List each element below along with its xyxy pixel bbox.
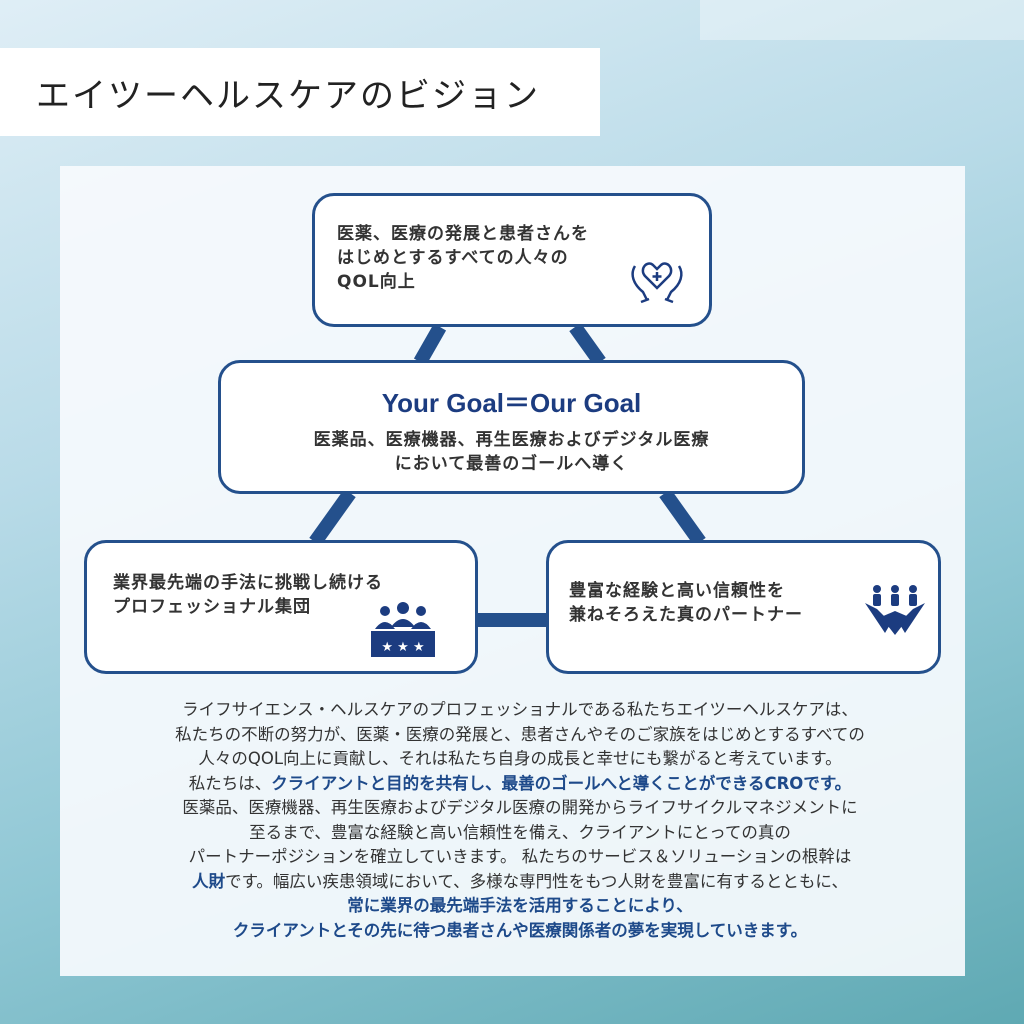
team-stars-icon: ★ ★ ★ <box>371 602 435 657</box>
page-title: エイツーヘルスケアのビジョン <box>36 75 540 116</box>
body-highlight-line: クライアントとその先に待つ患者さんや医療関係者の夢を実現していきます。 <box>232 920 808 940</box>
body-line: ライフサイエンス・ヘルスケアのプロフェッショナルである私たちエイツーヘルスケアは… <box>182 700 858 719</box>
heart-hands-icon <box>631 262 683 304</box>
body-text: です。幅広い疾患領域において、多様な専門性をもつ人財を豊富に有するとともに、 <box>225 871 848 891</box>
vision-description: ライフサイエンス・ヘルスケアのプロフェッショナルである私たちエイツーヘルスケアは… <box>90 698 950 943</box>
connector-line <box>309 488 356 547</box>
center-box: Your Goal＝Our Goal 医薬品、医療機器、再生医療およびデジタル医… <box>218 360 805 494</box>
top-box-line: はじめとするすべての人々の <box>337 248 569 268</box>
body-line: 私たちは、クライアントと目的を共有し、最善のゴールへと導くことができるCROです… <box>90 772 950 797</box>
top-box-line: QOL向上 <box>337 272 416 292</box>
connector-line <box>659 488 706 547</box>
center-box-line: 医薬品、医療機器、再生医療およびデジタル医療 <box>313 430 710 450</box>
title-banner: エイツーヘルスケアのビジョン <box>0 48 600 136</box>
top-box: 医薬、医療の発展と患者さんを はじめとするすべての人々の QOL向上 <box>312 193 712 327</box>
body-line: 医薬品、医療機器、再生医療およびデジタル医療の開発からライフサイクルマネジメント… <box>182 798 858 817</box>
left-box-line: プロフェッショナル集団 <box>113 597 311 617</box>
body-highlight: 人財 <box>192 871 226 891</box>
left-box-line: 業界最先端の手法に挑戦し続ける <box>113 573 383 593</box>
body-text: 私たちは、 <box>188 773 272 793</box>
left-box: 業界最先端の手法に挑戦し続ける プロフェッショナル集団 ★ ★ ★ <box>84 540 478 674</box>
body-highlight-line: 常に業界の最先端手法を活用することにより、 <box>347 896 693 915</box>
right-box-line: 豊富な経験と高い信頼性を <box>569 581 785 601</box>
svg-text:★ ★ ★: ★ ★ ★ <box>381 640 424 655</box>
body-line: 人々のQOL向上に貢献し、それは私たち自身の成長と幸せにも繋がると考えています。 <box>198 749 842 768</box>
body-line: パートナーポジションを確立していきます。 私たちのサービス＆ソリューションの根幹… <box>188 847 852 866</box>
connector-line <box>569 322 606 367</box>
right-box-line: 兼ねそろえた真のパートナー <box>569 605 803 625</box>
body-line: 私たちの不断の努力が、医薬・医療の発展と、患者さんやそのご家族をはじめとするすべ… <box>175 724 865 744</box>
right-box: 豊富な経験と高い信頼性を 兼ねそろえた真のパートナー <box>546 540 941 674</box>
background-light <box>700 0 1024 40</box>
center-box-line: において最善のゴールへ導く <box>394 454 629 474</box>
handshake-team-icon <box>865 585 925 635</box>
body-line: 至るまで、豊富な経験と高い信頼性を備え、クライアントにとっての真の <box>249 822 791 842</box>
body-line: 人財です。幅広い疾患領域において、多様な専門性をもつ人財を豊富に有するとともに、 <box>90 870 950 895</box>
top-box-line: 医薬、医療の発展と患者さんを <box>337 224 589 244</box>
goal-heading: Your Goal＝Our Goal <box>381 388 642 418</box>
body-highlight: クライアントと目的を共有し、最善のゴールへと導くことができるCROです。 <box>271 773 852 793</box>
connector-line <box>413 323 447 366</box>
